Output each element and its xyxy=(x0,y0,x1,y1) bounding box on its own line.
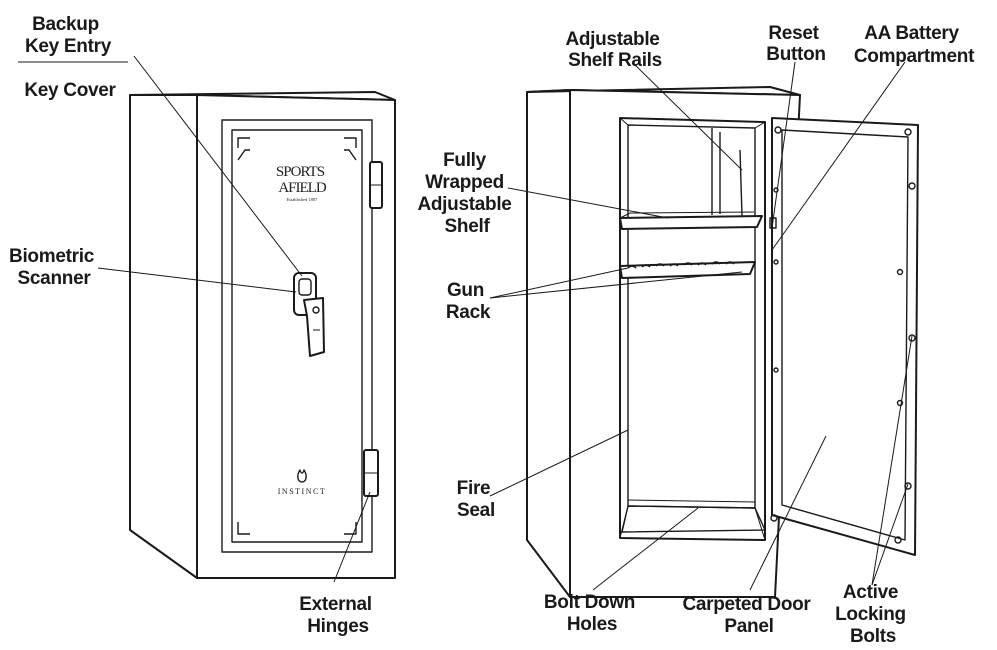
leader-lines xyxy=(18,55,913,591)
label-reset-button: Reset Button xyxy=(766,23,825,65)
adjustable-shelf xyxy=(619,215,763,230)
flame-icon xyxy=(297,469,307,483)
label-external-hinges: External Hinges xyxy=(299,594,377,637)
closed-safe: SPORTS AFIELD Established 1887 INSTINCT xyxy=(129,91,396,579)
label-bolt-down-holes: Bolt Down Holes xyxy=(544,592,640,635)
open-door xyxy=(771,117,919,556)
handle xyxy=(303,297,325,357)
label-key-cover: Key Cover xyxy=(24,80,116,101)
label-carpeted-door-panel: Carpeted Door Panel xyxy=(682,594,815,637)
label-active-locking-bolts: Active Locking Bolts xyxy=(835,582,911,647)
label-backup-key-entry: Backup Key Entry xyxy=(25,14,112,57)
series-name: INSTINCT xyxy=(278,487,326,496)
label-fully-wrapped-adjustable-shelf: Fully Wrapped Adjustable Shelf xyxy=(417,150,516,237)
open-safe xyxy=(526,86,919,598)
brand-logo-line1: SPORTS xyxy=(276,164,325,180)
label-gun-rack: Gun Rack xyxy=(446,280,491,323)
brand-logo-line2: AFIELD xyxy=(278,180,326,196)
brand-tagline: Established 1887 xyxy=(287,197,319,202)
label-aa-battery-compartment: AA Battery Compartment xyxy=(854,23,975,67)
labels: Backup Key Entry Key Cover Biometric Sca… xyxy=(9,14,975,647)
label-adjustable-shelf-rails: Adjustable Shelf Rails xyxy=(565,29,664,71)
label-biometric-scanner: Biometric Scanner xyxy=(9,246,99,289)
label-fire-seal: Fire Seal xyxy=(457,478,496,521)
